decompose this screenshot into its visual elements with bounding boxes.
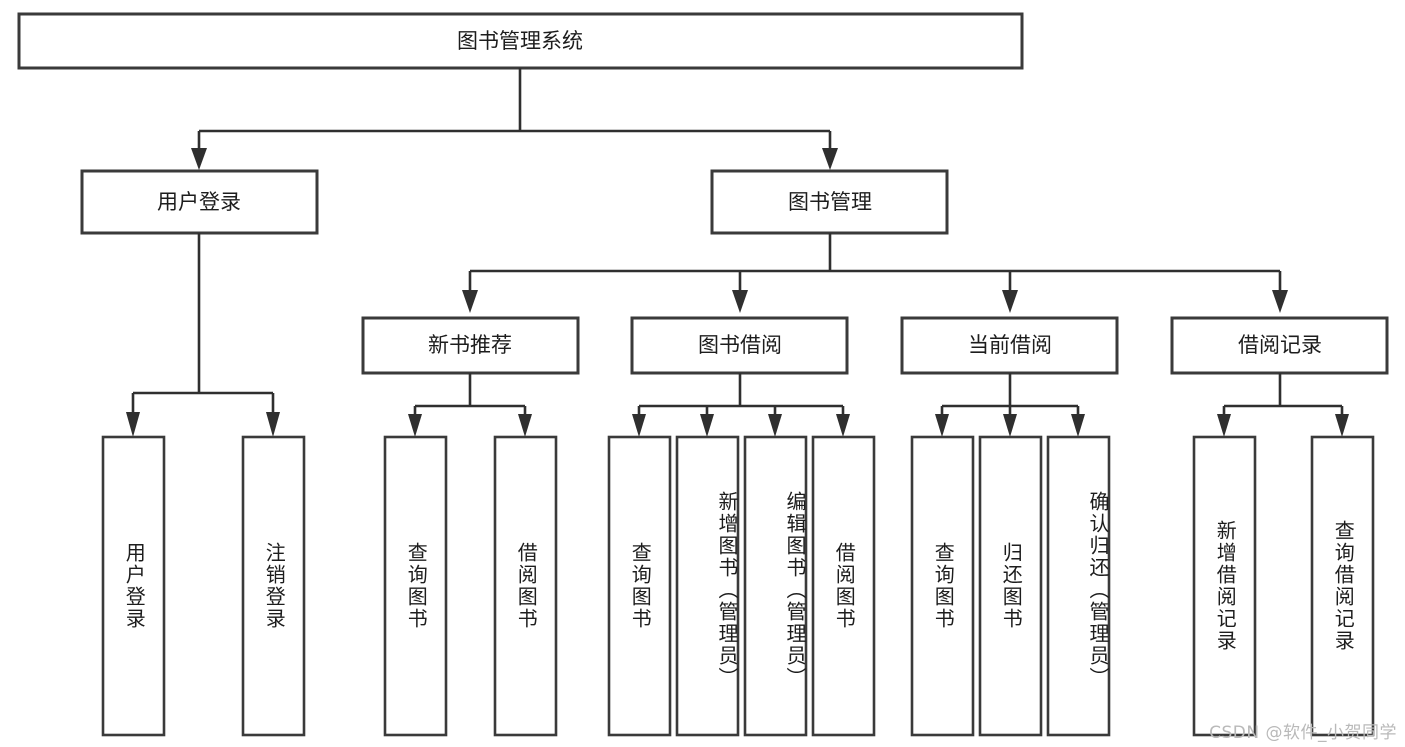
node-login[interactable]: 用户登录 bbox=[80, 169, 319, 235]
arrow-head-leaf-user-login bbox=[126, 412, 140, 437]
node-newbook-box[interactable] bbox=[361, 316, 580, 375]
node-bookmgmt-label: 图书管理 bbox=[788, 190, 872, 214]
arrow-head-login bbox=[191, 148, 207, 170]
connector-bookmgmt-to-level2 bbox=[462, 233, 1288, 313]
arrow-head-leaf-logout bbox=[266, 412, 280, 437]
leaf-box-leaf-query-record[interactable] bbox=[1310, 435, 1375, 737]
node-login-box[interactable] bbox=[80, 169, 319, 235]
arrow-head-leaf-return-book bbox=[1003, 414, 1017, 437]
node-root[interactable]: 图书管理系统 bbox=[17, 12, 1024, 70]
arrow-head-leaf-edit-book bbox=[768, 414, 782, 437]
connector-current-to-leaves bbox=[935, 373, 1085, 437]
leaf-box-leaf-query-book-3[interactable] bbox=[910, 435, 975, 737]
leaf-box-leaf-add-book[interactable] bbox=[675, 435, 740, 737]
node-newbook[interactable]: 新书推荐 bbox=[361, 316, 580, 375]
arrow-head-leaf-add-book bbox=[700, 414, 714, 437]
leaf-box-leaf-logout[interactable] bbox=[241, 435, 306, 737]
node-records[interactable]: 借阅记录 bbox=[1170, 316, 1389, 375]
connector-login-to-leaves bbox=[126, 233, 280, 437]
node-records-label: 借阅记录 bbox=[1238, 333, 1322, 357]
arrow-head-leaf-query-book-3 bbox=[935, 414, 949, 437]
arrow-head-leaf-add-record bbox=[1217, 414, 1231, 437]
connector-newbook-to-leaves bbox=[408, 373, 532, 437]
node-login-label: 用户登录 bbox=[157, 190, 241, 214]
arrow-head-newbook bbox=[462, 290, 478, 313]
arrow-head-leaf-query-book-2 bbox=[632, 414, 646, 437]
arrow-head-leaf-borrow-book-1 bbox=[518, 414, 532, 437]
leaf-box-leaf-query-book-1[interactable] bbox=[383, 435, 448, 737]
node-borrow[interactable]: 图书借阅 bbox=[630, 316, 849, 375]
connector-borrow-to-leaves bbox=[632, 373, 850, 437]
node-current[interactable]: 当前借阅 bbox=[900, 316, 1119, 375]
leaf-box-leaf-user-login[interactable] bbox=[101, 435, 166, 737]
node-current-label: 当前借阅 bbox=[968, 333, 1052, 357]
connector-records-to-leaves bbox=[1217, 373, 1349, 437]
arrow-head-leaf-query-record bbox=[1335, 414, 1349, 437]
node-bookmgmt[interactable]: 图书管理 bbox=[710, 169, 949, 235]
node-borrow-label: 图书借阅 bbox=[698, 333, 782, 357]
node-root-label: 图书管理系统 bbox=[457, 29, 583, 53]
leaf-box-leaf-confirm-return[interactable] bbox=[1046, 435, 1111, 737]
arrow-head-bookmgmt bbox=[822, 148, 838, 170]
arrow-head-borrow bbox=[732, 290, 748, 313]
arrow-head-records bbox=[1272, 290, 1288, 313]
leaf-box-leaf-borrow-book-2[interactable] bbox=[811, 435, 876, 737]
arrow-head-leaf-query-book-1 bbox=[408, 414, 422, 437]
node-current-box[interactable] bbox=[900, 316, 1119, 375]
arrow-head-leaf-borrow-book-2 bbox=[836, 414, 850, 437]
arrow-head-current bbox=[1002, 290, 1018, 313]
watermark-text: CSDN @软件_小贺同学 bbox=[1209, 723, 1397, 743]
node-root-box[interactable] bbox=[17, 12, 1024, 70]
leaf-box-leaf-edit-book[interactable] bbox=[743, 435, 808, 737]
leaf-box-leaf-borrow-book-1[interactable] bbox=[493, 435, 558, 737]
node-newbook-label: 新书推荐 bbox=[428, 333, 512, 357]
connector-root-to-level1 bbox=[191, 68, 838, 170]
leaf-box-leaf-add-record[interactable] bbox=[1192, 435, 1257, 737]
leaf-box-leaf-return-book[interactable] bbox=[978, 435, 1043, 737]
arrow-head-leaf-confirm-return bbox=[1071, 414, 1085, 437]
leaf-box-leaf-query-book-2[interactable] bbox=[607, 435, 672, 737]
